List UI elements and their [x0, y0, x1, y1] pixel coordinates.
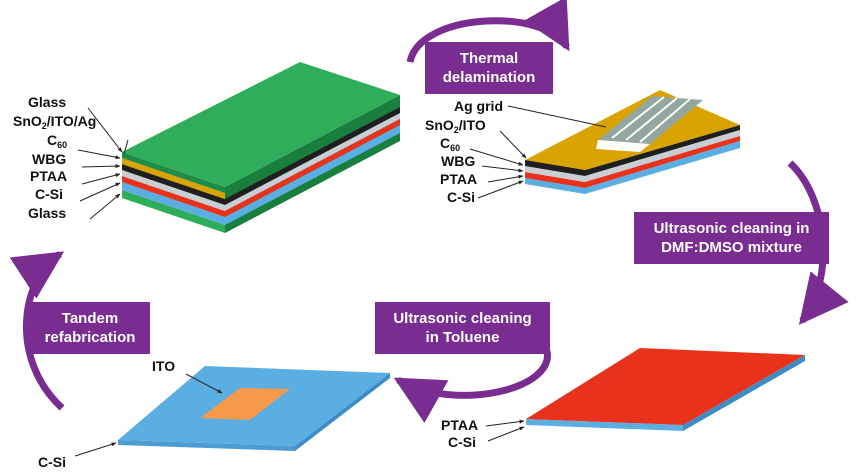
step-ultrasonic-dmf: Ultrasonic cleaning in DMF:DMSO mixture: [634, 212, 829, 264]
label-c60-2: C60: [440, 135, 461, 153]
process-arrows: [9, 0, 849, 423]
label-csi-2: C-Si: [447, 189, 475, 205]
stack-full-tandem: [122, 62, 400, 233]
pointer-lines: [74, 105, 607, 457]
label-ptaa-3: PTAA: [441, 417, 479, 433]
stack-ptaa-csi: [526, 348, 805, 431]
step-toluene-line2: in Toluene: [425, 329, 500, 346]
step-tandem-line2: refabrication: [44, 329, 136, 346]
label-wbg: WBG: [32, 151, 67, 167]
label-csi-3: C-Si: [448, 434, 476, 450]
label-c60: C60: [47, 132, 68, 150]
step-tandem-line1: Tandem: [61, 310, 119, 327]
step-thermal-line2: delamination: [442, 69, 536, 86]
step-dmf-line1: Ultrasonic cleaning in: [653, 220, 810, 237]
step-thermal-delamination: Thermal delamination: [425, 42, 553, 94]
step-dmf-line2: DMF:DMSO mixture: [661, 239, 802, 256]
step-thermal-line1: Thermal: [459, 50, 519, 67]
stack-delaminated: [525, 90, 740, 194]
step-toluene-line1: Ultrasonic cleaning: [393, 310, 532, 327]
label-ptaa-2: PTAA: [440, 171, 478, 187]
label-sno2-ito-ag: SnO2/ITO/Ag: [13, 113, 97, 131]
label-glass-top: Glass: [28, 94, 67, 110]
label-ptaa: PTAA: [30, 168, 68, 184]
label-ito: ITO: [152, 358, 176, 374]
label-glass-bottom: Glass: [28, 205, 67, 221]
label-csi: C-Si: [35, 186, 63, 202]
step-tandem-refabrication: Tandem refabrication: [30, 302, 150, 354]
step-ultrasonic-toluene: Ultrasonic cleaning in Toluene: [375, 302, 550, 354]
label-csi-4: C-Si: [38, 454, 66, 470]
stack-ito-csi: [118, 366, 390, 451]
label-ag-grid: Ag grid: [454, 98, 503, 114]
label-wbg-2: WBG: [441, 153, 476, 169]
label-sno2-ito: SnO2/ITO: [425, 117, 486, 135]
